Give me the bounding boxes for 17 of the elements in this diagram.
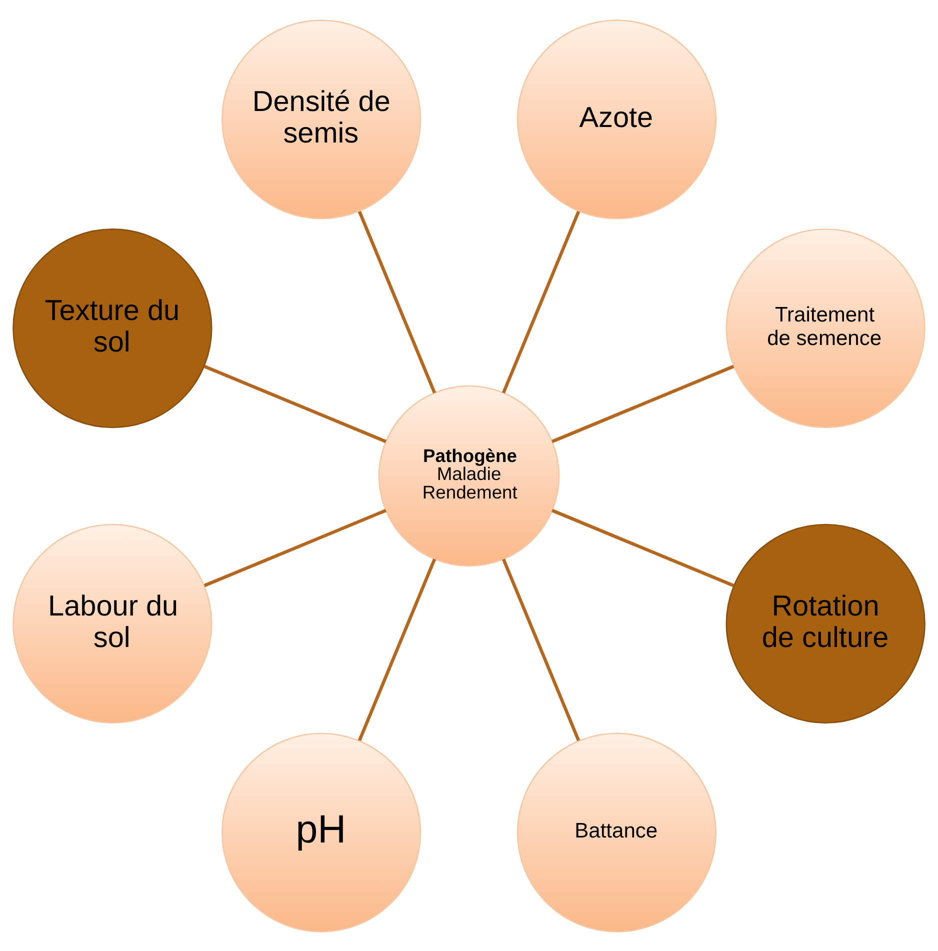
- connector: [358, 210, 436, 393]
- connector: [552, 508, 734, 587]
- node-circle: Azote: [516, 19, 717, 219]
- node-circle: Traitement de semence: [726, 228, 926, 428]
- connector: [204, 508, 386, 587]
- node-circle: Rotation de culture: [726, 523, 926, 724]
- node-circle: Pathogène Maladie Rendement: [378, 384, 560, 566]
- connector: [502, 558, 580, 741]
- connector: [552, 364, 734, 443]
- connector: [502, 210, 580, 393]
- connector: [358, 558, 436, 741]
- connector: [204, 364, 386, 443]
- node-circle: Texture du sol: [12, 228, 212, 428]
- node-circle: Labour du sol: [12, 523, 212, 724]
- node-circle: Densité de semis: [221, 19, 422, 219]
- node-circle: Battance: [516, 732, 717, 932]
- node-circle: pH: [221, 732, 422, 932]
